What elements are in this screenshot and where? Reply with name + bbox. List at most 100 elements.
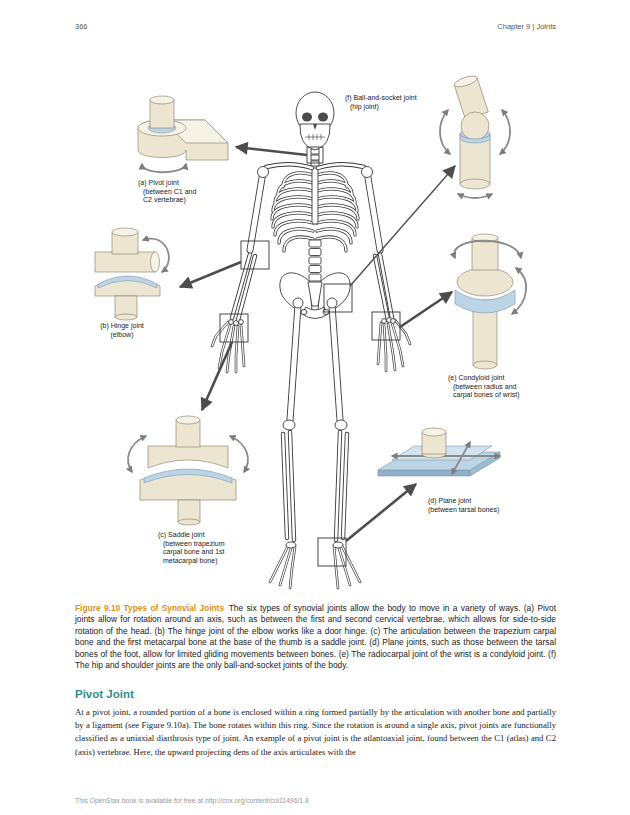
condyloid-joint-model — [512, 268, 526, 314]
pointer-arrows — [346, 484, 416, 541]
skeleton — [309, 266, 321, 273]
pivot-joint-model — [142, 164, 186, 172]
ball-and-socket-joint-model — [440, 74, 510, 198]
skeleton — [234, 321, 239, 326]
skeleton — [333, 542, 343, 548]
page-footer: This OpenStax book is available for free… — [75, 797, 309, 804]
skeleton — [382, 319, 387, 324]
saddle-joint-model — [128, 416, 248, 525]
hinge-joint-model — [151, 252, 160, 272]
skeleton — [239, 320, 244, 325]
joint-label: (e) Condyloid joint (between radius and … — [448, 374, 528, 401]
skeleton — [293, 298, 303, 308]
joint-name: (f) Ball-and-socket joint (hip joint) — [345, 94, 423, 111]
hinge-joint-model — [115, 314, 137, 320]
saddle-joint-model — [148, 446, 228, 468]
pointer-arrows — [236, 147, 307, 155]
skeleton — [232, 164, 392, 540]
skeleton — [308, 282, 322, 306]
body-paragraph: At a pivot joint, a rounded portion of a… — [75, 706, 556, 759]
skeleton — [313, 124, 317, 130]
joint-name: (e) Condyloid joint (between radius and … — [448, 374, 528, 400]
ball-and-socket-joint-model — [500, 110, 510, 154]
plane-joint-model — [378, 470, 470, 476]
hinge-joint-model — [143, 239, 169, 272]
skeleton — [309, 249, 321, 256]
condyloid-joint-model — [473, 361, 497, 369]
skeleton — [283, 420, 295, 430]
plane-joint-model — [452, 442, 470, 474]
skeleton — [327, 298, 337, 308]
figure-caption: The six types of synovial joints allow t… — [75, 603, 556, 670]
pivot-joint-model — [138, 96, 228, 172]
figure-caption-block: Figure 9.10 Types of Synovial JointsThe … — [75, 603, 556, 671]
skeleton — [312, 168, 318, 224]
inset-frames — [220, 314, 248, 342]
joint-label: (f) Ball-and-socket joint (hip joint) — [345, 94, 423, 113]
pivot-joint-model — [150, 96, 174, 104]
ball-and-socket-joint-model — [461, 112, 489, 140]
ball-and-socket-joint-model — [460, 179, 490, 189]
skeleton — [309, 240, 321, 247]
joint-label: (c) Saddle joint (between trapezium carp… — [158, 531, 230, 567]
hinge-joint-model — [98, 276, 157, 288]
pointer-arrows — [400, 292, 452, 327]
saddle-joint-model — [144, 469, 232, 483]
skeleton — [305, 134, 325, 140]
skeleton — [212, 320, 410, 588]
ball-and-socket-joint-model — [460, 134, 490, 184]
skeleton — [232, 164, 392, 540]
skeleton — [258, 167, 269, 178]
inset-frames — [372, 312, 400, 340]
saddle-joint-model — [230, 436, 248, 472]
hinge-joint-model — [112, 228, 138, 236]
hinge-joint-model — [95, 228, 169, 320]
skeleton — [302, 113, 312, 122]
joint-name: (a) Pivot joint (between C1 and C2 verte… — [138, 179, 204, 205]
pointer-arrows — [202, 342, 232, 410]
skeleton — [229, 320, 234, 325]
skeleton — [250, 172, 380, 420]
condyloid-joint-model — [457, 268, 513, 296]
plane-joint-model — [392, 455, 500, 457]
inset-frames — [241, 241, 269, 269]
pointer-arrows — [180, 262, 241, 287]
skeleton — [318, 113, 328, 122]
skeleton — [335, 420, 347, 430]
joint-name: (c) Saddle joint (between trapezium carp… — [158, 531, 230, 565]
hinge-joint-model — [95, 252, 155, 272]
saddle-joint-model — [128, 436, 146, 472]
joint-label: (a) Pivot joint (between C1 and C2 verte… — [138, 179, 204, 206]
plane-joint-model — [422, 428, 446, 436]
inset-frames — [324, 284, 352, 312]
inset-frames — [318, 538, 346, 566]
joint-label: (d) Plane joint (between tarsal bones) — [428, 497, 501, 516]
skeleton — [301, 310, 307, 315]
skeleton — [309, 274, 321, 281]
skeleton — [391, 319, 396, 324]
joint-name: (d) Plane joint (between tarsal bones) — [428, 497, 501, 514]
condyloid-joint-model — [472, 238, 498, 270]
skeleton — [311, 161, 319, 166]
inset-frames — [220, 147, 400, 566]
page-number: 366 — [75, 22, 88, 31]
joint-name: (b) Hinge joint (elbow) — [92, 322, 152, 339]
skeleton — [300, 124, 330, 150]
ball-and-socket-joint-model — [453, 74, 478, 89]
ball-and-socket-joint-model — [458, 194, 492, 198]
ball-and-socket-joint-model — [460, 134, 490, 143]
plane-joint-model — [378, 428, 500, 476]
saddle-joint-model — [178, 519, 200, 525]
condyloid-joint-model — [454, 241, 521, 258]
condyloid-joint-model — [454, 234, 526, 369]
skeleton — [212, 320, 410, 588]
skeleton — [286, 542, 296, 548]
running-header: Chapter 9 | Joints — [396, 22, 556, 31]
joint-label: (b) Hinge joint (elbow) — [92, 322, 152, 341]
inset-frames — [307, 147, 323, 163]
ball-and-socket-joint-model — [440, 110, 450, 154]
section-heading: Pivot Joint — [75, 688, 134, 700]
figure-title: Figure 9.10 Types of Synovial Joints — [75, 603, 224, 613]
